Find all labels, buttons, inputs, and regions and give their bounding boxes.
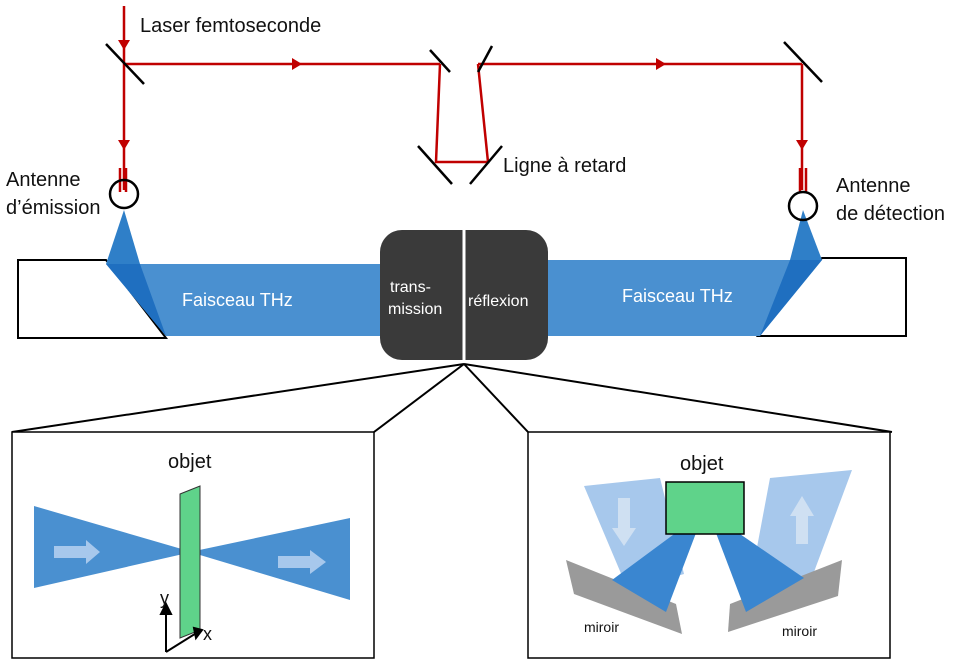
mirror-right — [728, 560, 842, 632]
thz-beam-left-dark — [106, 264, 166, 336]
thz-beam-right-dark — [760, 260, 822, 336]
object-label-left: objet — [168, 451, 212, 473]
zoom-lines — [11, 363, 893, 433]
detection-antenna-label-2: de détection — [836, 203, 945, 225]
emission-cone — [106, 210, 140, 264]
transmission-label-1: trans- — [390, 279, 431, 296]
left-parabolic-mirror — [17, 259, 169, 339]
detection-antenna-icon — [787, 190, 819, 222]
mirror-label-left: miroir — [584, 619, 619, 635]
detection-cone — [790, 210, 822, 260]
emission-antenna-icon — [108, 178, 140, 210]
arrow-icon-down — [612, 498, 636, 546]
axis-icon — [159, 601, 204, 653]
thz-beam-right — [546, 260, 822, 336]
reflection-focus-left — [612, 512, 704, 612]
beam-right-label: Faisceau THz — [622, 286, 733, 306]
laser-arrows — [118, 40, 808, 150]
emission-antenna-label-2: d’émission — [6, 197, 100, 219]
arrow-icon-left-1 — [54, 540, 100, 564]
reflection-panel — [527, 431, 891, 659]
mirror-label-right: miroir — [782, 623, 817, 639]
transmission-object — [179, 485, 201, 639]
arrow-icon-left-2 — [278, 550, 326, 574]
reflection-label: réflexion — [468, 293, 528, 310]
transmission-label-2: mission — [388, 301, 442, 318]
emission-antenna-label-1: Antenne — [6, 169, 81, 191]
reflection-object — [665, 481, 745, 535]
arrow-icon-up — [790, 496, 814, 544]
axis-y-label: y — [160, 588, 169, 608]
axis-x-label: x — [203, 624, 212, 644]
object-label-right: objet — [680, 453, 724, 475]
reflection-focus-right — [708, 512, 804, 612]
laser-label: Laser femtoseconde — [140, 15, 321, 37]
detection-antenna-label-1: Antenne — [836, 175, 911, 197]
beam-left-label: Faisceau THz — [182, 290, 293, 310]
transmission-beam-out — [190, 518, 350, 600]
optical-mirrors — [105, 41, 823, 185]
thz-beam-left — [106, 264, 386, 336]
laser-path — [118, 6, 808, 192]
transmission-beam-in — [34, 506, 192, 588]
delay-line-label: Ligne à retard — [503, 155, 626, 177]
mirror-left — [566, 560, 682, 634]
